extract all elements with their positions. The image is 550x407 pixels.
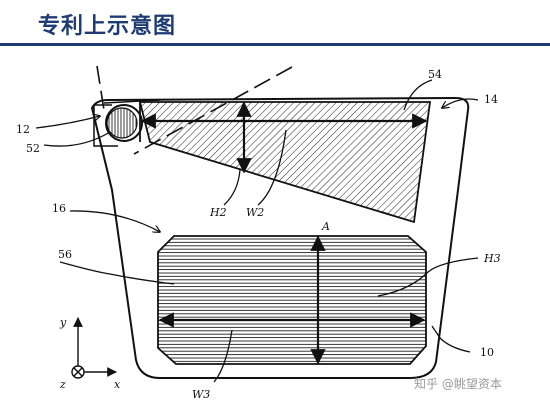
lined-region-56 — [157, 235, 427, 365]
label-52: 52 — [26, 142, 40, 155]
title-divider — [0, 43, 550, 46]
label-w3: W3 — [192, 388, 210, 401]
axis-label-y: y — [59, 316, 67, 329]
label-h2: H2 — [209, 206, 227, 219]
slide-title: 专利上示意图 — [38, 14, 177, 39]
watermark: 知乎 @眺望资本 — [414, 377, 502, 391]
label-h3: H3 — [483, 252, 501, 265]
label-10: 10 — [480, 346, 494, 359]
axis-label-z: z — [59, 378, 66, 391]
label-56: 56 — [58, 248, 72, 261]
label-14: 14 — [484, 93, 498, 106]
axes-indicator — [71, 317, 117, 379]
label-12: 12 — [16, 123, 30, 136]
label-a: A — [321, 220, 330, 233]
label-54: 54 — [428, 68, 442, 81]
label-w2: W2 — [246, 206, 264, 219]
axis-label-x: x — [114, 378, 121, 391]
label-16: 16 — [52, 202, 66, 215]
leader-lines — [35, 79, 479, 383]
sensor-lens-inner — [106, 107, 138, 139]
